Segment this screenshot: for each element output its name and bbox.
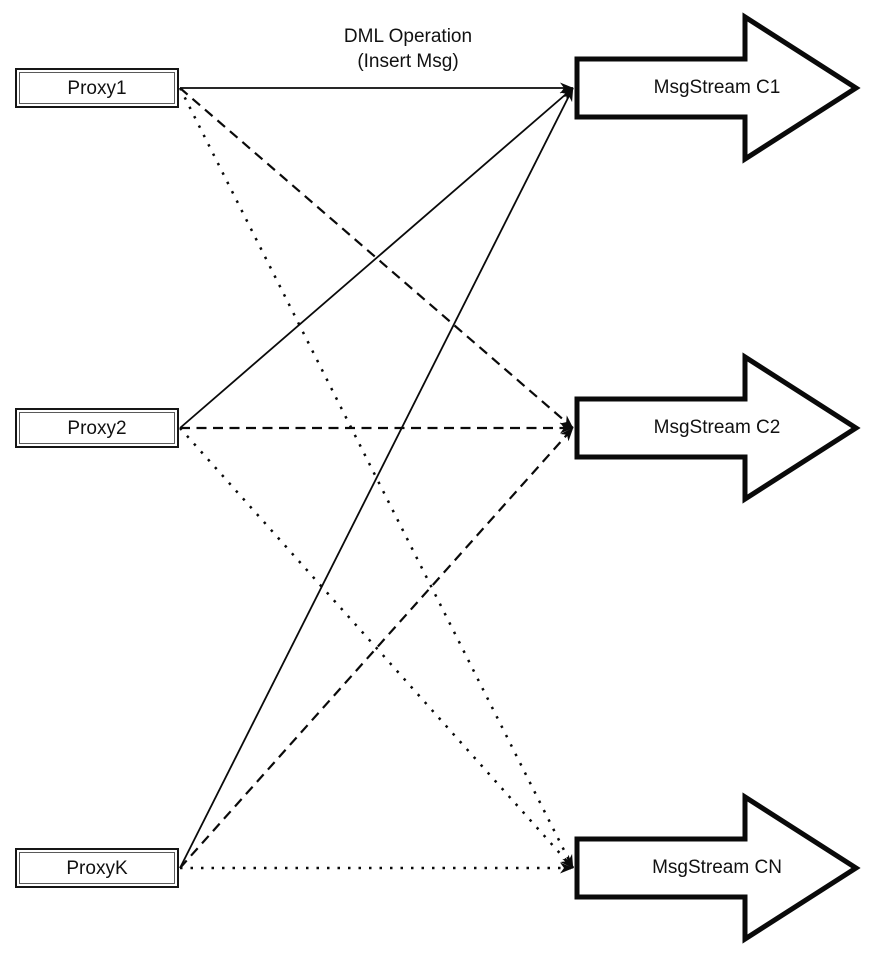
msgstream-c2-arrow	[574, 352, 861, 504]
node-proxy1: Proxy1	[15, 68, 179, 108]
node-proxyk: ProxyK	[15, 848, 179, 888]
proxy2-label: Proxy2	[67, 417, 127, 439]
caption-line-2: (Insert Msg)	[357, 51, 459, 72]
msgstream-c1-arrow	[574, 12, 861, 164]
proxyk-label: ProxyK	[66, 857, 128, 879]
proxy1-label: Proxy1	[67, 77, 127, 99]
msgstream-cn-label: MsgStream CN	[652, 857, 782, 878]
msgstream-cn-arrow	[574, 792, 861, 944]
caption-line-1: DML Operation	[343, 26, 473, 47]
edge-proxy2-cn	[179, 427, 574, 869]
edge-proxy1-c2	[179, 87, 574, 429]
stream-arrows	[574, 12, 861, 944]
edge-proxy2-c1	[179, 87, 574, 429]
msgstream-c1-label: MsgStream C1	[653, 77, 781, 98]
edge-proxyk-c1	[179, 87, 574, 869]
connection-edges	[178, 82, 575, 874]
msgstream-c2-label: MsgStream C2	[653, 417, 781, 438]
dml-operation-caption: DML Operation (Insert Msg)	[278, 24, 538, 74]
node-proxy2: Proxy2	[15, 408, 179, 448]
